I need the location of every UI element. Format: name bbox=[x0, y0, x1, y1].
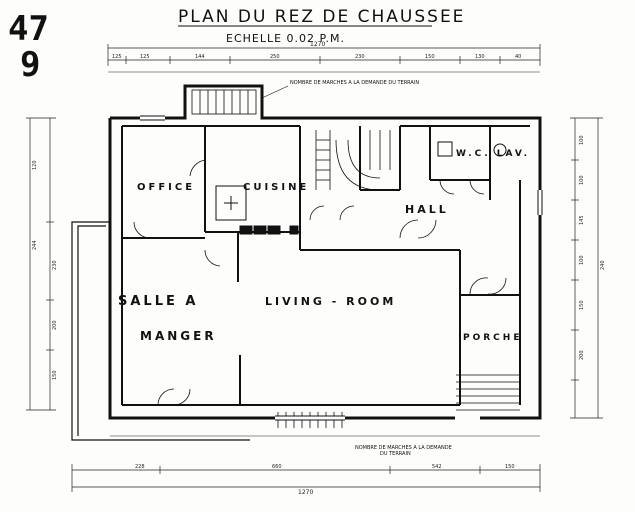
room-porche: PORCHE bbox=[463, 333, 522, 343]
dim-right-4: 100 bbox=[579, 255, 585, 265]
dim-left-4: 200 bbox=[52, 320, 58, 330]
dim-right-5: 150 bbox=[579, 300, 585, 310]
room-wc-lav: W.C. LAV. bbox=[456, 149, 530, 159]
dim-bottom-4: 150 bbox=[505, 464, 515, 470]
exterior-walls bbox=[108, 84, 542, 420]
kitchen-fixtures bbox=[215, 185, 299, 235]
dim-top-3: 144 bbox=[195, 54, 205, 60]
dim-top-2: 125 bbox=[140, 54, 150, 60]
bottom-stair-note-2: DU TERRAIN bbox=[380, 451, 411, 457]
dim-top-6: 150 bbox=[425, 54, 435, 60]
dim-top-1: 125 bbox=[112, 54, 122, 60]
sheet-number-bottom: 9 bbox=[20, 45, 40, 85]
dim-left-5: 150 bbox=[52, 370, 58, 380]
dim-top-5: 230 bbox=[355, 54, 365, 60]
dim-right-2: 100 bbox=[579, 175, 585, 185]
dim-top-4: 250 bbox=[270, 54, 280, 60]
dim-top-7: 130 bbox=[475, 54, 485, 60]
interior-staircase bbox=[315, 130, 391, 191]
room-living: LIVING - ROOM bbox=[265, 295, 396, 308]
dim-bottom-3: 542 bbox=[432, 464, 442, 470]
room-hall: HALL bbox=[405, 203, 449, 216]
bottom-dimensions bbox=[71, 435, 541, 492]
interior-walls bbox=[121, 125, 530, 406]
dim-bottom-total: 1270 bbox=[298, 489, 313, 496]
top-staircase bbox=[191, 89, 257, 115]
terrace-outline bbox=[71, 221, 250, 441]
toilet-fixture bbox=[493, 143, 507, 157]
bottom-stair-note-1: NOMBRE DE MARCHES A LA DEMANDE bbox=[355, 445, 452, 451]
plan-scale: ECHELLE 0.02 P.M. bbox=[226, 32, 345, 45]
room-office: OFFICE bbox=[137, 182, 195, 193]
right-dimensions bbox=[570, 117, 603, 419]
dim-left-1: 120 bbox=[32, 160, 38, 170]
plan-title: PLAN DU REZ DE CHAUSSEE bbox=[178, 7, 465, 27]
dim-right-6: 200 bbox=[579, 350, 585, 360]
dim-top-8: 40 bbox=[515, 54, 521, 60]
room-salle-a: SALLE A bbox=[118, 294, 198, 309]
dim-right-1: 100 bbox=[579, 135, 585, 145]
dim-bottom-1: 228 bbox=[135, 464, 145, 470]
dim-left-2: 244 bbox=[32, 240, 38, 250]
dim-left-3: 230 bbox=[52, 260, 58, 270]
door-swings bbox=[133, 159, 507, 406]
top-stair-note: NOMBRE DE MARCHES A LA DEMANDE DU TERRAI… bbox=[290, 80, 419, 86]
top-dimensions bbox=[107, 44, 541, 66]
porch-steps bbox=[456, 374, 520, 411]
window-marks bbox=[140, 115, 543, 421]
basin-fixture bbox=[437, 141, 453, 157]
dim-top-total: 1270 bbox=[310, 41, 325, 48]
dim-right-3: 145 bbox=[579, 215, 585, 225]
dim-bottom-2: 660 bbox=[272, 464, 282, 470]
left-dimensions bbox=[26, 117, 56, 411]
room-manger: MANGER bbox=[140, 329, 217, 343]
room-cuisine: CUISINE bbox=[243, 182, 309, 193]
sheet-number-top: 47 bbox=[8, 9, 49, 49]
dim-right-7: 240 bbox=[600, 260, 606, 270]
